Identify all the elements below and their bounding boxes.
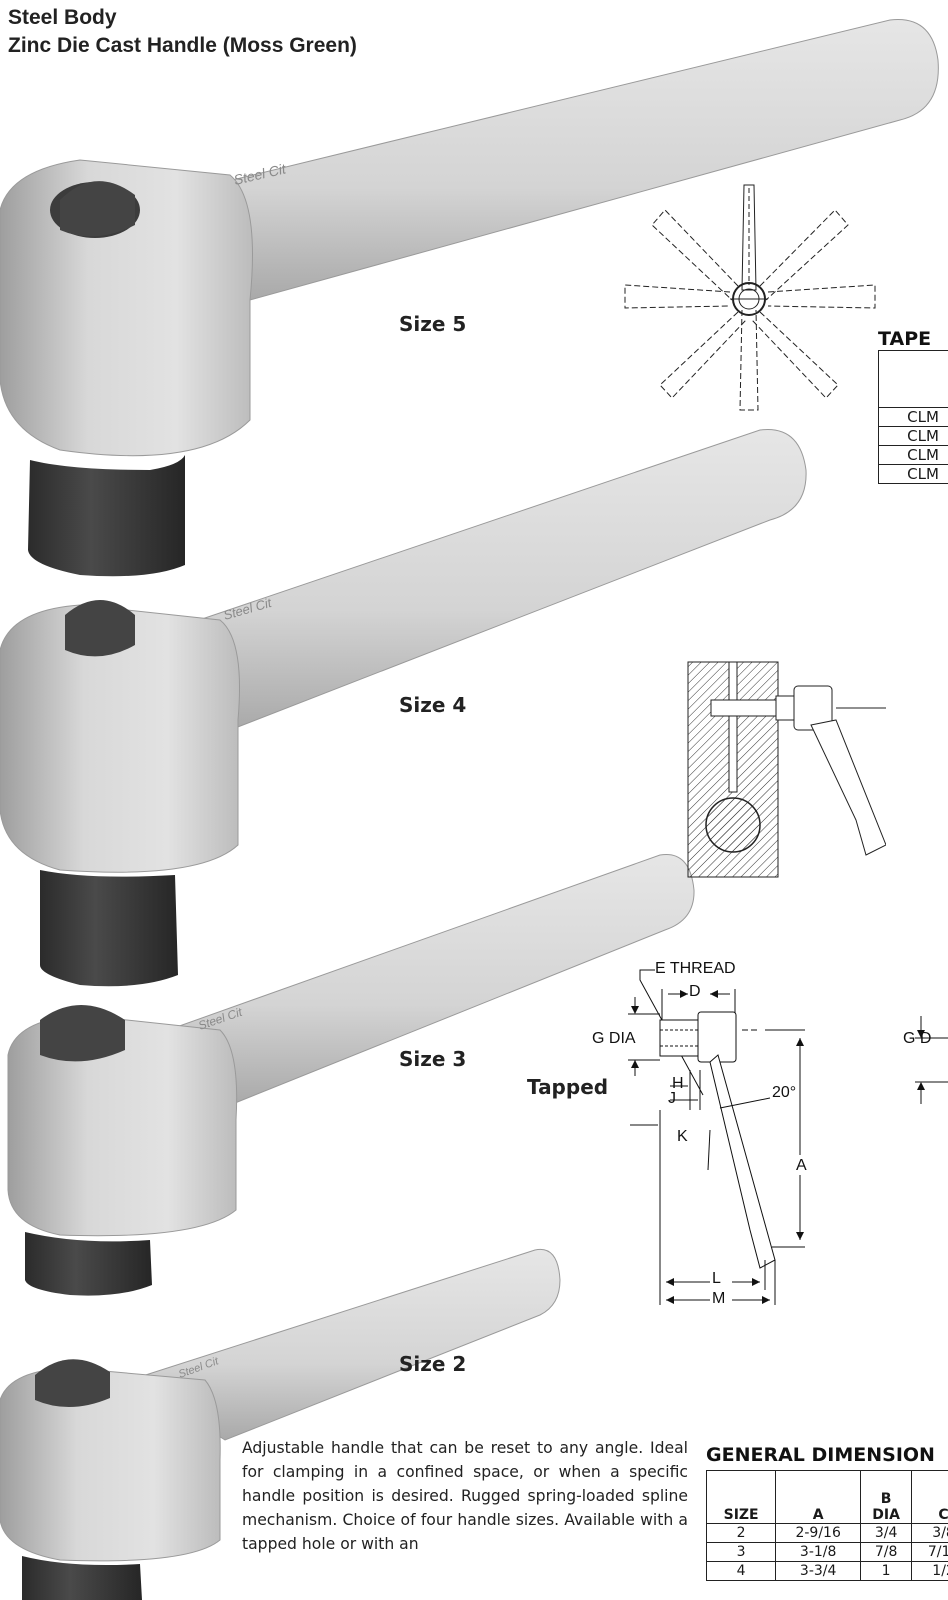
handle-size-3-image: Steel Cit xyxy=(7,853,695,1296)
table-row: CLM xyxy=(878,464,948,484)
handle-size-4-image: Steel Cit xyxy=(0,429,807,987)
cell: 3 xyxy=(706,1542,777,1562)
tapped-label: Tapped xyxy=(527,1075,609,1099)
header-line-1: Steel Body xyxy=(8,6,117,29)
col-header-size: SIZE xyxy=(706,1470,777,1524)
cell: 3-3/4 xyxy=(775,1561,862,1581)
size-3-label: Size 3 xyxy=(399,1047,467,1071)
cell: 2-9/16 xyxy=(775,1523,862,1543)
col-header-c: C xyxy=(911,1470,948,1524)
h-label: H xyxy=(672,1075,684,1092)
taper-cell: CLM xyxy=(878,426,948,446)
a-label: A xyxy=(796,1157,807,1174)
angle-label: 20° xyxy=(772,1084,797,1101)
taper-table-title: TAPE xyxy=(878,328,932,350)
taper-table: P CLM CLM CLM CLM xyxy=(878,350,948,484)
table-row: 4 3-3/4 1 1/2 xyxy=(706,1561,948,1581)
m-label: M xyxy=(712,1290,726,1307)
col-header-a: A xyxy=(775,1470,862,1524)
size-4-label: Size 4 xyxy=(399,693,467,717)
product-description: Adjustable handle that can be reset to a… xyxy=(242,1439,688,1553)
table-row: CLM xyxy=(878,407,948,427)
general-dimensions-table: SIZE A B DIA C 2 2-9/16 3/4 3/8 3 3-1/8 … xyxy=(706,1470,948,1581)
general-dimensions-wrapper: SIZE A B DIA C 2 2-9/16 3/4 3/8 3 3-1/8 … xyxy=(706,1470,948,1581)
taper-header-cell: P xyxy=(878,350,948,408)
col-header-b-dia: B DIA xyxy=(860,1470,913,1524)
tapped-dimension-drawing xyxy=(628,969,805,1305)
general-dimensions-title: GENERAL DIMENSION xyxy=(706,1444,935,1466)
g-dia-cut-label: G D xyxy=(903,1030,932,1047)
cell: 4 xyxy=(706,1561,777,1581)
cell: 1/2 xyxy=(911,1561,948,1581)
table-row: 3 3-1/8 7/8 7/16 xyxy=(706,1542,948,1562)
header-line-2: Zinc Die Cast Handle (Moss Green) xyxy=(8,34,357,57)
table-row: CLM xyxy=(878,426,948,446)
cell: 3/4 xyxy=(860,1523,913,1543)
application-diagram xyxy=(687,661,886,878)
g-dia-label: G DIA xyxy=(592,1030,636,1047)
cell: 1 xyxy=(860,1561,913,1581)
handle-positions-diagram xyxy=(624,184,876,411)
taper-cell: CLM xyxy=(878,407,948,427)
handle-size-2-image: Steel Cit xyxy=(0,1248,561,1600)
size-5-label: Size 5 xyxy=(399,312,467,336)
k-label: K xyxy=(677,1128,688,1145)
taper-cell: CLM xyxy=(878,464,948,484)
cell: 3-1/8 xyxy=(775,1542,862,1562)
cell: 7/16 xyxy=(911,1542,948,1562)
taper-table-wrapper: P CLM CLM CLM CLM xyxy=(878,350,948,484)
taper-cell: CLM xyxy=(878,445,948,465)
cell: 2 xyxy=(706,1523,777,1543)
table-row: 2 2-9/16 3/4 3/8 xyxy=(706,1523,948,1543)
cell: 3/8 xyxy=(911,1523,948,1543)
size-2-label: Size 2 xyxy=(399,1352,467,1376)
through-hole-drawing-fragment xyxy=(915,1016,948,1104)
d-label: D xyxy=(689,983,701,1000)
l-label: L xyxy=(712,1270,721,1287)
table-row: CLM xyxy=(878,445,948,465)
cell: 7/8 xyxy=(860,1542,913,1562)
handle-size-5-image: Steel Cit xyxy=(0,19,939,577)
j-label: J xyxy=(668,1090,676,1107)
page-header: Steel Body Zinc Die Cast Handle (Moss Gr… xyxy=(8,4,357,60)
e-thread-label: E THREAD xyxy=(655,960,736,977)
